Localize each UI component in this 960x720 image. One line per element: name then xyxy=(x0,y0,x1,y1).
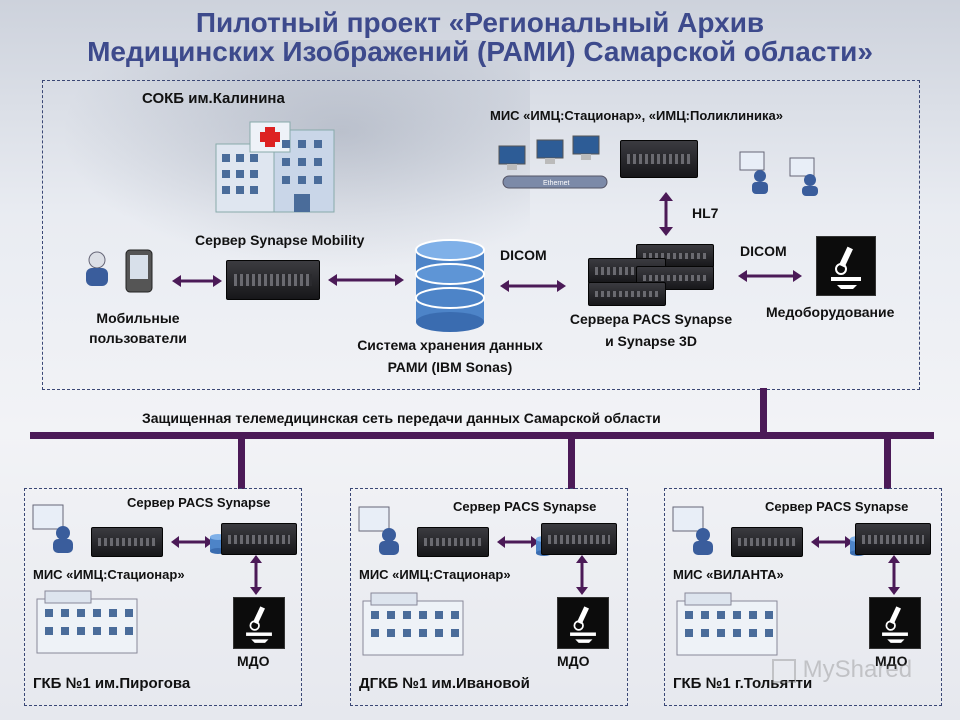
branch-pacs-mdo-arrow xyxy=(250,555,262,595)
pacs-line-1: Сервера PACS Synapse xyxy=(569,311,733,327)
ethernet-label: Ethernet xyxy=(543,180,570,187)
branch-user-icon xyxy=(358,506,399,555)
network-label: Защищенная телемедицинская сеть передачи… xyxy=(142,410,661,426)
network-bus-drop-1 xyxy=(238,439,245,489)
regional-archive-frame xyxy=(42,80,920,390)
branch-server-label: Сервер PACS Synapse xyxy=(765,499,909,514)
branch-mis-pacs-arrow xyxy=(811,536,853,548)
mobility-server-label: Сервер Synapse Mobility xyxy=(195,232,365,248)
branch-pacs-server-icon xyxy=(221,523,297,555)
branch-mis-label: МИС «ИМЦ:Стационар» xyxy=(359,567,511,582)
branch-mis-server-icon xyxy=(417,527,489,557)
branch-mdo-label: МДО xyxy=(237,653,270,669)
branch-server-label: Сервер PACS Synapse xyxy=(453,499,597,514)
network-bus-drop-3 xyxy=(884,439,891,489)
pacs-servers-icon xyxy=(588,244,714,306)
storage-line-1: Система хранения данных xyxy=(357,337,543,353)
mobile-users-icon xyxy=(86,249,153,293)
mobility-server-icon xyxy=(226,260,320,300)
branch-mdo-label: МДО xyxy=(875,653,908,669)
mis-label: МИС «ИМЦ:Стационар», «ИМЦ:Поликлиника» xyxy=(490,108,783,123)
branch-name-label: ГКБ №1 им.Пирогова xyxy=(33,675,191,692)
branch-pacs-mdo-arrow xyxy=(576,555,588,595)
pacs-server-4 xyxy=(588,282,666,306)
mis-server-icon xyxy=(620,140,698,178)
branch-pacs-server-icon xyxy=(541,523,617,555)
branch-user-icon xyxy=(32,504,73,553)
pacs-to-equipment-arrow xyxy=(738,270,802,282)
page-title: Пилотный проект «Региональный Архив Меди… xyxy=(0,8,960,66)
microscope-equipment-icon xyxy=(816,236,876,296)
branch-server-label: Сервер PACS Synapse xyxy=(127,495,271,510)
branch-mis-pacs-arrow xyxy=(497,536,539,548)
mobile-users-line-2: пользователи xyxy=(89,330,187,346)
pacs-line-2: и Synapse 3D xyxy=(605,333,697,349)
branch-microscope-icon xyxy=(233,597,285,649)
hl7-label: HL7 xyxy=(692,205,719,221)
equipment-label: Медоборудование xyxy=(766,304,895,320)
branch-name-label: ДГКБ №1 им.Ивановой xyxy=(359,675,530,692)
mobility-to-storage-arrow xyxy=(328,274,404,286)
title-line-1: Пилотный проект «Региональный Архив xyxy=(195,7,765,38)
hospital-label: СОКБ им.Калинина xyxy=(142,90,285,107)
branch-box-3: Сервер PACS Synapse МИС «ВИЛАНТА» МДО ГК… xyxy=(664,488,942,706)
branch-user-icon xyxy=(672,506,713,555)
branch-mis-pacs-arrow xyxy=(171,536,213,548)
mobile-to-mobility-arrow xyxy=(172,275,222,287)
branch-box-1: Сервер PACS Synapse МИС «ИМЦ:Стационар» … xyxy=(24,488,302,706)
network-bus-vertical-top xyxy=(760,388,767,434)
hospital-building-icon xyxy=(215,121,335,213)
branch-microscope-icon xyxy=(557,597,609,649)
branch-building-icon xyxy=(362,592,464,656)
storage-to-pacs-arrow xyxy=(500,280,566,292)
watermark-text: MyShared xyxy=(802,656,913,683)
network-bus-drop-2 xyxy=(568,439,575,489)
branch-microscope-icon xyxy=(869,597,921,649)
branch-building-icon xyxy=(36,590,138,654)
branch-mis-server-icon xyxy=(91,527,163,557)
branch-box-2: Сервер PACS Synapse МИС «ИМЦ:Стационар» … xyxy=(350,488,628,706)
storage-line-2: РАМИ (IBM Sonas) xyxy=(387,359,513,375)
branch-mdo-label: МДО xyxy=(557,653,590,669)
branch-building-icon xyxy=(676,592,778,656)
dicom-right-label: DICOM xyxy=(740,243,787,259)
branch-name-label: ГКБ №1 г.Тольятти xyxy=(673,675,813,692)
mobile-users-label: Мобильные пользователи xyxy=(68,308,208,348)
branch-pacs-mdo-arrow xyxy=(888,555,900,595)
watermark-icon xyxy=(772,658,796,683)
watermark: MyShared xyxy=(772,656,912,684)
user-workstation-icon xyxy=(739,151,818,196)
network-bus xyxy=(30,432,934,439)
mobile-users-line-1: Мобильные xyxy=(96,310,180,326)
hl7-arrow xyxy=(659,192,673,236)
pacs-label: Сервера PACS Synapse и Synapse 3D xyxy=(556,308,746,352)
branch-mis-label: МИС «ВИЛАНТА» xyxy=(673,567,784,582)
branch-mis-label: МИС «ИМЦ:Стационар» xyxy=(33,567,185,582)
title-line-2: Медицинских Изображений (РАМИ) Самарской… xyxy=(87,36,873,67)
branch-pacs-server-icon xyxy=(855,523,931,555)
storage-label: Система хранения данных РАМИ (IBM Sonas) xyxy=(330,334,570,378)
branch-mis-server-icon xyxy=(731,527,803,557)
workstations-icon: Ethernet xyxy=(498,135,608,189)
storage-database-icon xyxy=(415,239,485,332)
dicom-left-label: DICOM xyxy=(500,247,547,263)
